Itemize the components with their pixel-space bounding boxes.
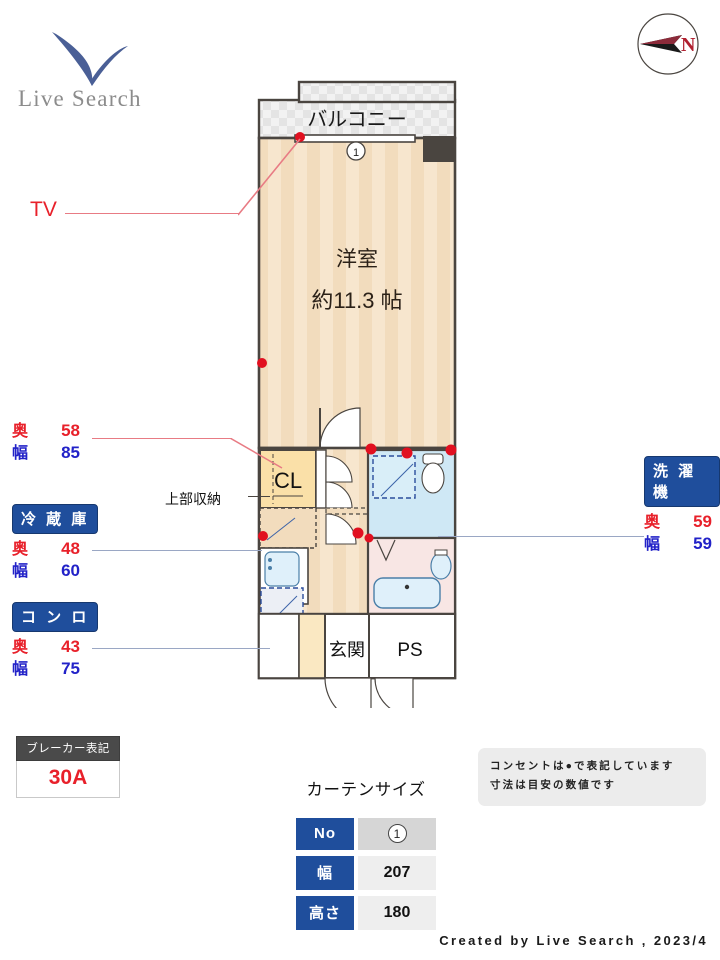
tv-leader-diagonal xyxy=(238,137,301,216)
closet-width-key: 幅 xyxy=(12,445,29,463)
stove-depth-row: 奥 43 xyxy=(12,636,98,658)
closet-depth-value: 58 xyxy=(61,421,80,440)
upper-storage-leader-line xyxy=(248,496,270,497)
entrance-label: 玄関 xyxy=(329,640,365,660)
stove-tag: コ ン ロ xyxy=(12,602,99,632)
floor-plan-drawing: バルコニー 1 洋室 約11.3 帖 CL xyxy=(257,80,457,725)
washer-depth-row: 奥 59 xyxy=(644,511,720,533)
stove-width-key: 幅 xyxy=(12,661,29,679)
closet-label: CL xyxy=(274,468,302,493)
curtain-row-no: No 1 xyxy=(296,818,436,850)
fridge-width-value: 60 xyxy=(61,561,80,581)
room-size-label: 約11.3 帖 xyxy=(311,288,402,313)
curtain-table: No 1 幅 207 高さ 180 xyxy=(292,812,440,936)
balcony-label: バルコニー xyxy=(307,109,407,131)
fridge-callout: 冷 蔵 庫 奥 48 幅 60 xyxy=(12,504,99,583)
outlet-markers xyxy=(257,132,457,543)
closet-leader-line xyxy=(92,438,232,439)
legend-note: コンセントは●で表記しています 寸法は目安の数値です xyxy=(478,748,706,806)
check-v-icon xyxy=(52,32,128,86)
stove-leader-line xyxy=(92,648,270,649)
washer-tag: 洗 濯 機 xyxy=(644,456,720,507)
closet-dimensions: 奥 58 幅 85 xyxy=(12,420,80,465)
brand-logo: Live Search xyxy=(18,28,218,118)
compass-north-label: N xyxy=(681,34,696,56)
logo-wordmark: Live Search xyxy=(18,86,142,111)
washer-depth-key: 奥 xyxy=(644,514,661,531)
washer-width-value: 59 xyxy=(693,534,712,554)
stove-width-value: 75 xyxy=(61,659,80,679)
curtain-height-key: 高さ xyxy=(296,896,354,930)
breaker-title: ブレーカー表記 xyxy=(16,736,120,761)
fridge-width-row: 幅 60 xyxy=(12,560,98,582)
washer-depth-value: 59 xyxy=(693,512,712,531)
room-name-label: 洋室 xyxy=(336,248,378,271)
pipe-shaft-label: PS xyxy=(397,640,422,661)
closet-depth-key: 奥 xyxy=(12,423,29,440)
washer-callout: 洗 濯 機 奥 59 幅 59 xyxy=(644,456,720,556)
stove-depth-key: 奥 xyxy=(12,639,29,656)
compass-rose: N xyxy=(634,10,702,78)
fridge-depth-key: 奥 xyxy=(12,541,29,558)
curtain-height-value: 180 xyxy=(358,896,436,930)
curtain-row-width: 幅 207 xyxy=(296,856,436,890)
curtain-size-table: カーテンサイズ No 1 幅 207 高さ 180 xyxy=(292,776,440,936)
washer-width-key: 幅 xyxy=(644,536,661,554)
curtain-no-key: No xyxy=(296,818,354,850)
washer-leader-line xyxy=(438,536,644,537)
floor-plan: バルコニー 1 洋室 約11.3 帖 CL xyxy=(255,78,465,725)
curtain-no-circle: 1 xyxy=(387,824,407,843)
washer-width-row: 幅 59 xyxy=(644,533,720,555)
curtain-width-value: 207 xyxy=(358,856,436,890)
stove-callout: コ ン ロ 奥 43 幅 75 xyxy=(12,602,99,681)
breaker-value: 30A xyxy=(16,761,120,798)
breaker-info: ブレーカー表記 30A xyxy=(16,736,120,798)
curtain-no-value: 1 xyxy=(358,818,436,850)
window-number-1: 1 xyxy=(353,147,359,159)
curtain-row-height: 高さ 180 xyxy=(296,896,436,930)
closet-leader-diagonal xyxy=(229,437,286,479)
fridge-depth-value: 48 xyxy=(61,539,80,558)
legend-note-line-1: コンセントは●で表記しています xyxy=(490,760,675,772)
upper-storage-label: 上部収納 xyxy=(165,491,221,507)
fridge-leader-line xyxy=(92,550,262,551)
legend-note-line-2: 寸法は目安の数値です xyxy=(490,779,616,792)
fridge-tag: 冷 蔵 庫 xyxy=(12,504,99,534)
fridge-depth-row: 奥 48 xyxy=(12,538,98,560)
curtain-table-title: カーテンサイズ xyxy=(306,781,426,799)
fridge-width-key: 幅 xyxy=(12,563,29,581)
closet-width-value: 85 xyxy=(61,443,80,463)
stove-depth-value: 43 xyxy=(61,637,80,656)
tv-leader-line xyxy=(65,213,240,214)
closet-depth-row: 奥 58 xyxy=(12,420,80,442)
curtain-width-key: 幅 xyxy=(296,856,354,890)
closet-width-row: 幅 85 xyxy=(12,442,80,464)
footer-credit: Created by Live Search , 2023/4 xyxy=(439,933,708,948)
stove-width-row: 幅 75 xyxy=(12,658,98,680)
tv-outlet-label: TV xyxy=(30,198,57,221)
